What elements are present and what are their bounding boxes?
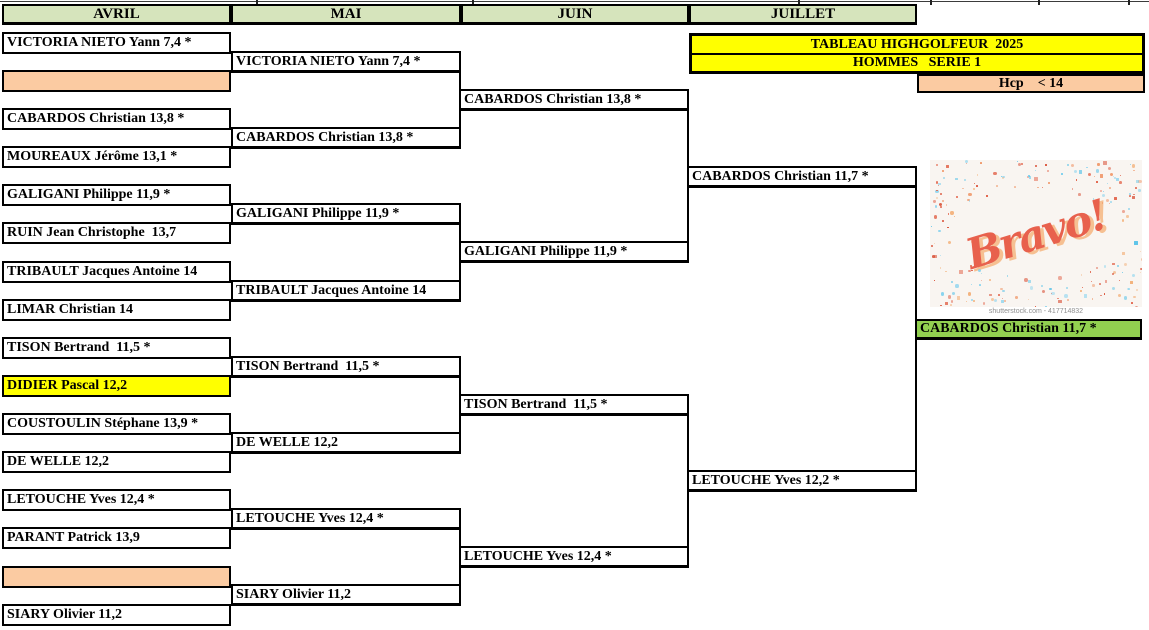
may-slot-7[interactable]: LETOUCHE Yves 12,4 * [231, 508, 461, 530]
month-header-juillet[interactable]: JUILLET [689, 4, 917, 25]
april-slot-14[interactable]: PARANT Patrick 13,9 [2, 527, 231, 549]
june-slot-2[interactable]: GALIGANI Philippe 11,9 * [459, 241, 689, 263]
bracket-connector [231, 530, 461, 584]
april-slot-2-empty[interactable] [2, 70, 231, 92]
banner-subtitle[interactable]: HOMMES SERIE 1 [852, 55, 982, 70]
june-slot-4[interactable]: LETOUCHE Yves 12,4 * [459, 546, 689, 568]
bracket-connector [231, 378, 461, 432]
bravo-image[interactable]: Bravo! [930, 160, 1142, 307]
april-slot-13[interactable]: LETOUCHE Yves 12,4 * [2, 489, 231, 511]
column-tick [930, 0, 932, 5]
month-header-juin[interactable]: JUIN [461, 4, 689, 25]
may-slot-8[interactable]: SIARY Olivier 11,2 [231, 584, 461, 606]
april-slot-15-empty[interactable] [2, 566, 231, 588]
april-slot-16[interactable]: SIARY Olivier 11,2 [2, 604, 231, 626]
april-slot-5[interactable]: GALIGANI Philippe 11,9 * [2, 184, 231, 206]
bracket-connector [687, 188, 917, 470]
handicap-cell[interactable]: Hcp < 14 [917, 74, 1145, 93]
month-header-mai[interactable]: MAI [231, 4, 461, 25]
april-slot-7[interactable]: TRIBAULT Jacques Antoine 14 [2, 261, 231, 283]
bracket-connector [459, 111, 689, 241]
may-slot-3[interactable]: GALIGANI Philippe 11,9 * [231, 203, 461, 225]
month-header-avril[interactable]: AVRIL [2, 4, 231, 25]
may-slot-4[interactable]: TRIBAULT Jacques Antoine 14 [231, 280, 461, 302]
bracket-connector [231, 73, 461, 127]
column-tick [1038, 0, 1040, 5]
april-slot-9[interactable]: TISON Bertrand 11,5 * [2, 337, 231, 359]
june-slot-3[interactable]: TISON Bertrand 11,5 * [459, 394, 689, 416]
may-slot-5[interactable]: TISON Bertrand 11,5 * [231, 356, 461, 378]
april-slot-10-highlighted[interactable]: DIDIER Pascal 12,2 [2, 375, 231, 397]
may-slot-6[interactable]: DE WELLE 12,2 [231, 432, 461, 454]
april-slot-1[interactable]: VICTORIA NIETO Yann 7,4 * [2, 32, 231, 54]
column-tick [1128, 0, 1130, 5]
april-slot-12[interactable]: DE WELLE 12,2 [2, 451, 231, 473]
april-slot-8[interactable]: LIMAR Christian 14 [2, 299, 231, 321]
may-slot-2[interactable]: CABARDOS Christian 13,8 * [231, 127, 461, 149]
watermark-text: shutterstock.com - 417714832 [988, 308, 1084, 315]
column-tick [472, 0, 474, 5]
may-slot-1[interactable]: VICTORIA NIETO Yann 7,4 * [231, 51, 461, 73]
april-slot-4[interactable]: MOUREAUX Jérôme 13,1 * [2, 146, 231, 168]
june-slot-1[interactable]: CABARDOS Christian 13,8 * [459, 89, 689, 111]
tournament-banner: TABLEAU HIGHGOLFEUR 2025 HOMMES SERIE 1 [689, 33, 1145, 74]
column-tick [798, 0, 800, 5]
column-tick [256, 0, 258, 5]
champion-cell[interactable]: CABARDOS Christian 11,7 * [915, 319, 1142, 340]
bracket-connector [231, 225, 461, 280]
april-slot-6[interactable]: RUIN Jean Christophe 13,7 [2, 222, 231, 244]
april-slot-11[interactable]: COUSTOULIN Stéphane 13,9 * [2, 413, 231, 435]
july-slot-1[interactable]: CABARDOS Christian 11,7 * [687, 166, 917, 188]
banner-title[interactable]: TABLEAU HIGHGOLFEUR 2025 [692, 36, 1142, 55]
top-grid-line [0, 1, 1149, 2]
bracket-connector [459, 416, 689, 546]
april-slot-3[interactable]: CABARDOS Christian 13,8 * [2, 108, 231, 130]
july-slot-2[interactable]: LETOUCHE Yves 12,2 * [687, 470, 917, 492]
